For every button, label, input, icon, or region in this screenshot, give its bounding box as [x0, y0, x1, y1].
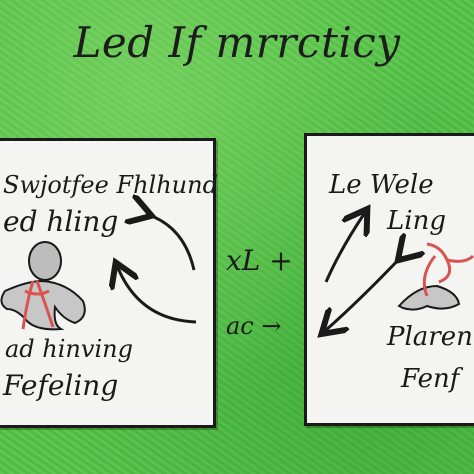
- left-panel: Swjotfee Fhlhund ed hling ad hinving Fef…: [0, 138, 218, 428]
- left-panel-line-1: Swjotfee Fhlhund: [3, 171, 218, 199]
- curved-arrow-icon: [118, 268, 197, 324]
- middle-bottom-symbol: ac →: [226, 312, 282, 340]
- page-title: Led If mrrcticy: [73, 18, 401, 67]
- arrow-icon: [324, 214, 364, 283]
- right-panel-line-2: Ling: [387, 206, 446, 236]
- right-panel-line-1: Le Wele: [329, 170, 434, 200]
- figure-sketch-icon: [0, 241, 86, 331]
- arrow-icon: [326, 256, 402, 330]
- left-panel-line-3: ad hinving: [5, 335, 133, 363]
- left-panel-line-4: Fefeling: [3, 369, 119, 402]
- left-panel-line-2: ed hling: [3, 205, 119, 238]
- curved-arrow-icon: [146, 214, 196, 271]
- middle-top-symbol: xL +: [226, 244, 293, 277]
- right-panel-line-4: Fenf: [401, 364, 460, 394]
